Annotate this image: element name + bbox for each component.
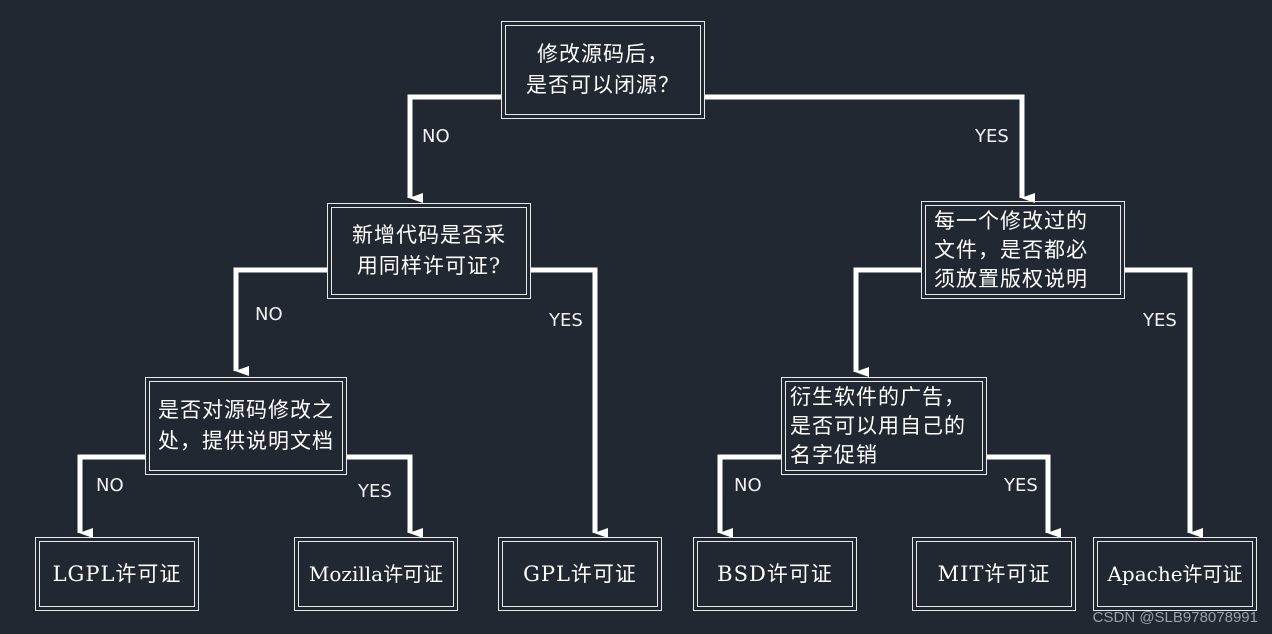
watermark: CSDN @SLB978078991 [1092, 609, 1258, 626]
edge-each-file-left [853, 267, 922, 377]
node-gpl: GPL许可证 [498, 537, 662, 611]
node-bsd-text: BSD许可证 [697, 541, 853, 607]
edge-each-file-yes [1124, 267, 1203, 538]
label-doc-no: NO [96, 475, 124, 496]
edge-ad-no [717, 454, 782, 538]
node-bsd: BSD许可证 [693, 537, 857, 611]
node-gpl-text: GPL许可证 [502, 541, 658, 607]
label-each-file-yes: YES [1143, 310, 1177, 331]
node-mit-text: MIT许可证 [916, 541, 1072, 607]
edge-ad-yes [986, 454, 1061, 538]
node-root: 修改源码后， 是否可以闭源？ [501, 21, 705, 119]
label-root-yes: YES [975, 126, 1009, 147]
node-doc-changes-text: 是否对源码修改之 处，提供说明文档 [149, 381, 343, 471]
node-ad-name-text: 衍生软件的广告， 是否可以用自己的 名字促销 [785, 381, 983, 471]
label-doc-yes: YES [358, 481, 392, 502]
label-ad-no: NO [734, 475, 762, 496]
node-mozilla-text: Mozilla许可证 [298, 541, 454, 607]
node-each-file: 每一个修改过的 文件，是否都必 须放置版权说明 [921, 201, 1125, 299]
node-apache: Apache许可证 [1093, 537, 1257, 611]
label-root-no: NO [422, 126, 450, 147]
node-apache-text: Apache许可证 [1097, 541, 1253, 607]
edge-new-code-yes [530, 267, 608, 538]
label-new-code-no: NO [255, 304, 283, 325]
edge-doc-no [77, 454, 146, 538]
node-mozilla: Mozilla许可证 [294, 537, 458, 611]
edge-new-code-no [233, 267, 328, 376]
edge-doc-yes [346, 454, 423, 538]
node-lgpl-text: LGPL许可证 [39, 541, 195, 607]
edge-root-no [407, 94, 502, 203]
node-mit: MIT许可证 [912, 537, 1076, 611]
label-new-code-yes: YES [549, 310, 583, 331]
node-lgpl: LGPL许可证 [35, 537, 199, 611]
node-each-file-text: 每一个修改过的 文件，是否都必 须放置版权说明 [925, 205, 1121, 295]
edge-root-yes [704, 94, 1035, 203]
node-new-code: 新增代码是否采 用同样许可证? [327, 203, 531, 299]
label-ad-yes: YES [1004, 475, 1038, 496]
node-ad-name: 衍生软件的广告， 是否可以用自己的 名字促销 [781, 377, 987, 475]
node-doc-changes: 是否对源码修改之 处，提供说明文档 [145, 377, 347, 475]
node-root-text: 修改源码后， 是否可以闭源？ [505, 25, 701, 115]
node-new-code-text: 新增代码是否采 用同样许可证? [331, 207, 527, 295]
